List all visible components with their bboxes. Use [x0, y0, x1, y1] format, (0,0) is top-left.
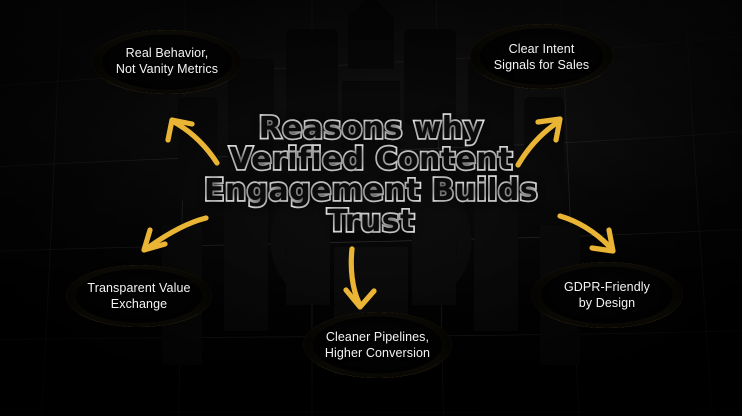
node-body: Transparent Value Exchange — [66, 265, 212, 327]
node-body: Real Behavior, Not Vanity Metrics — [92, 30, 242, 94]
node-label: GDPR-Friendly by Design — [563, 280, 651, 310]
arrow-to-top-right-icon — [515, 116, 563, 168]
page-title: Reasons why Verified Content Engagement … — [202, 111, 539, 239]
node-body: Clear Intent Signals for Sales — [470, 24, 613, 89]
node-label: Clear Intent Signals for Sales — [493, 41, 590, 72]
arrow-to-bottom-center-icon — [343, 246, 377, 310]
node-body: GDPR-Friendly by Design — [531, 262, 683, 328]
arrow-to-bottom-right-icon — [557, 213, 616, 254]
node-transparent-value[interactable]: Transparent Value Exchange — [66, 265, 212, 327]
node-label: Cleaner Pipelines, Higher Conversion — [324, 330, 431, 360]
node-label: Transparent Value Exchange — [87, 281, 191, 311]
arrow-to-bottom-left-icon — [141, 215, 209, 253]
node-clear-intent[interactable]: Clear Intent Signals for Sales — [470, 24, 613, 89]
node-label: Real Behavior, Not Vanity Metrics — [115, 46, 219, 76]
node-real-behavior[interactable]: Real Behavior, Not Vanity Metrics — [92, 30, 242, 94]
arrow-to-top-left-icon — [165, 117, 220, 166]
node-gdpr-friendly[interactable]: GDPR-Friendly by Design — [531, 262, 683, 328]
node-cleaner-pipelines[interactable]: Cleaner Pipelines, Higher Conversion — [303, 312, 452, 378]
node-body: Cleaner Pipelines, Higher Conversion — [303, 312, 452, 378]
